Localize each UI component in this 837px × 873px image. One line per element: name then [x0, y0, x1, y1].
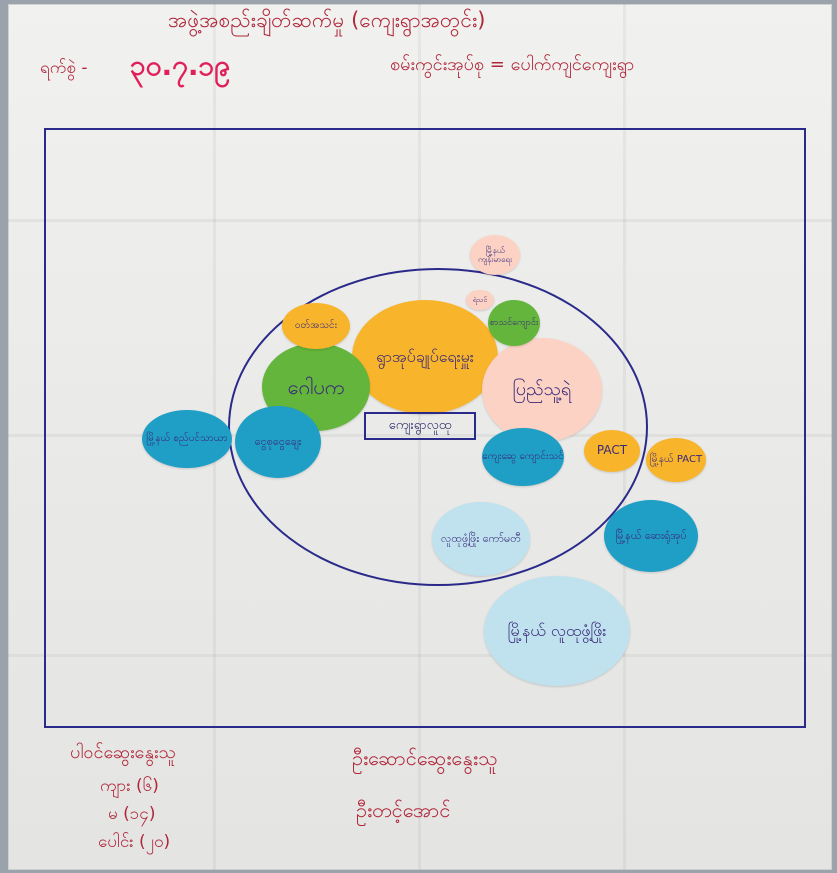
- center-label-box: ကျေးရွာလူထု: [364, 412, 476, 440]
- node-township-community: မြို့နယ် လူထုဖွံ့ဖြိုး: [484, 576, 630, 686]
- village-boundary-ring: [228, 268, 648, 586]
- node-label: ဝတ်အသင်း: [294, 320, 338, 332]
- node-relative-school: ကျေးဆွေ ကျောင်းသင်: [482, 428, 564, 486]
- paper-fold: [8, 654, 832, 657]
- node-township-hospital: မြို့နယ် ဆေးရုံအုပ်: [604, 500, 698, 572]
- node-village-administrator: ရွာအုပ်ချုပ်ရေးမှူး: [352, 300, 498, 414]
- diagram-title: အဖွဲ့အစည်းချိတ်ဆက်မှု (ကျေးရွာအတွင်း): [168, 8, 486, 32]
- node-township-pact: မြို့နယ် PACT: [646, 438, 706, 482]
- participants-total: ပေါင်း (၂၀): [98, 832, 171, 852]
- node-label: ရဲသင်: [472, 295, 488, 304]
- node-label: မြို့နယ် ဆေးရုံအုပ်: [615, 528, 687, 542]
- node-label: မြို့နယ် စည်ပင်သာယာ: [146, 433, 228, 445]
- node-label: ငွေစုငွေချေး: [254, 434, 302, 448]
- node-township-health: မြို့နယ် ကျန်းမာရေး: [470, 235, 520, 275]
- paper-fold: [8, 219, 832, 222]
- node-township-development: မြို့နယ် စည်ပင်သာယာ: [142, 410, 232, 468]
- node-community-committee: လူထုဖွံ့ဖြိုး ကော်မတီ: [432, 502, 530, 576]
- node-police: ပြည်သူ့ရဲ: [482, 338, 602, 442]
- diagram-frame: [44, 128, 806, 728]
- node-label: ရွာအုပ်ချုပ်ရေးမှူး: [376, 346, 474, 366]
- facilitator-label: ဦးဆောင်ဆွေးနွေးသူ: [352, 746, 498, 770]
- node-label: ကျေးဆွေ ကျောင်းသင်: [482, 451, 564, 463]
- node-savings-loans: ငွေစုငွေချေး: [235, 406, 321, 478]
- node-label: PACT: [596, 443, 628, 458]
- node-pact: PACT: [584, 430, 640, 472]
- node-association: ဝတ်အသင်း: [282, 303, 350, 349]
- village-label: စမ်းကွင်းအုပ်စု = ပေါက်ကျင်ကျေးရွာ: [390, 54, 635, 75]
- node-police-trainee: ရဲသင်: [466, 290, 494, 310]
- date-value: ၃၀.၇.၁၉: [130, 49, 231, 82]
- node-label: ဂေါပက: [287, 374, 345, 399]
- node-school: စာသင်ကျောင်း: [488, 300, 540, 346]
- node-label: စာသင်ကျောင်း: [489, 317, 539, 328]
- participants-female: မ (၁၄): [108, 804, 156, 824]
- date-label: ရက်စွဲ -: [40, 58, 88, 78]
- node-label: မြို့နယ် PACT: [649, 454, 703, 466]
- node-label: ပြည်သူ့ရဲ: [512, 378, 572, 400]
- node-label: မြို့နယ် လူထုဖွံ့ဖြိုး: [507, 620, 607, 640]
- facilitator-name: ဦးတင့်အောင်: [356, 798, 451, 822]
- node-label: မြို့နယ် ကျန်းမာရေး: [477, 245, 513, 264]
- node-label: လူထုဖွံ့ဖြိုး ကော်မတီ: [441, 531, 521, 545]
- participants-label: ပါဝင်ဆွေးနွေးသူ: [70, 742, 176, 763]
- participants-male: ကျား (၆): [100, 776, 159, 796]
